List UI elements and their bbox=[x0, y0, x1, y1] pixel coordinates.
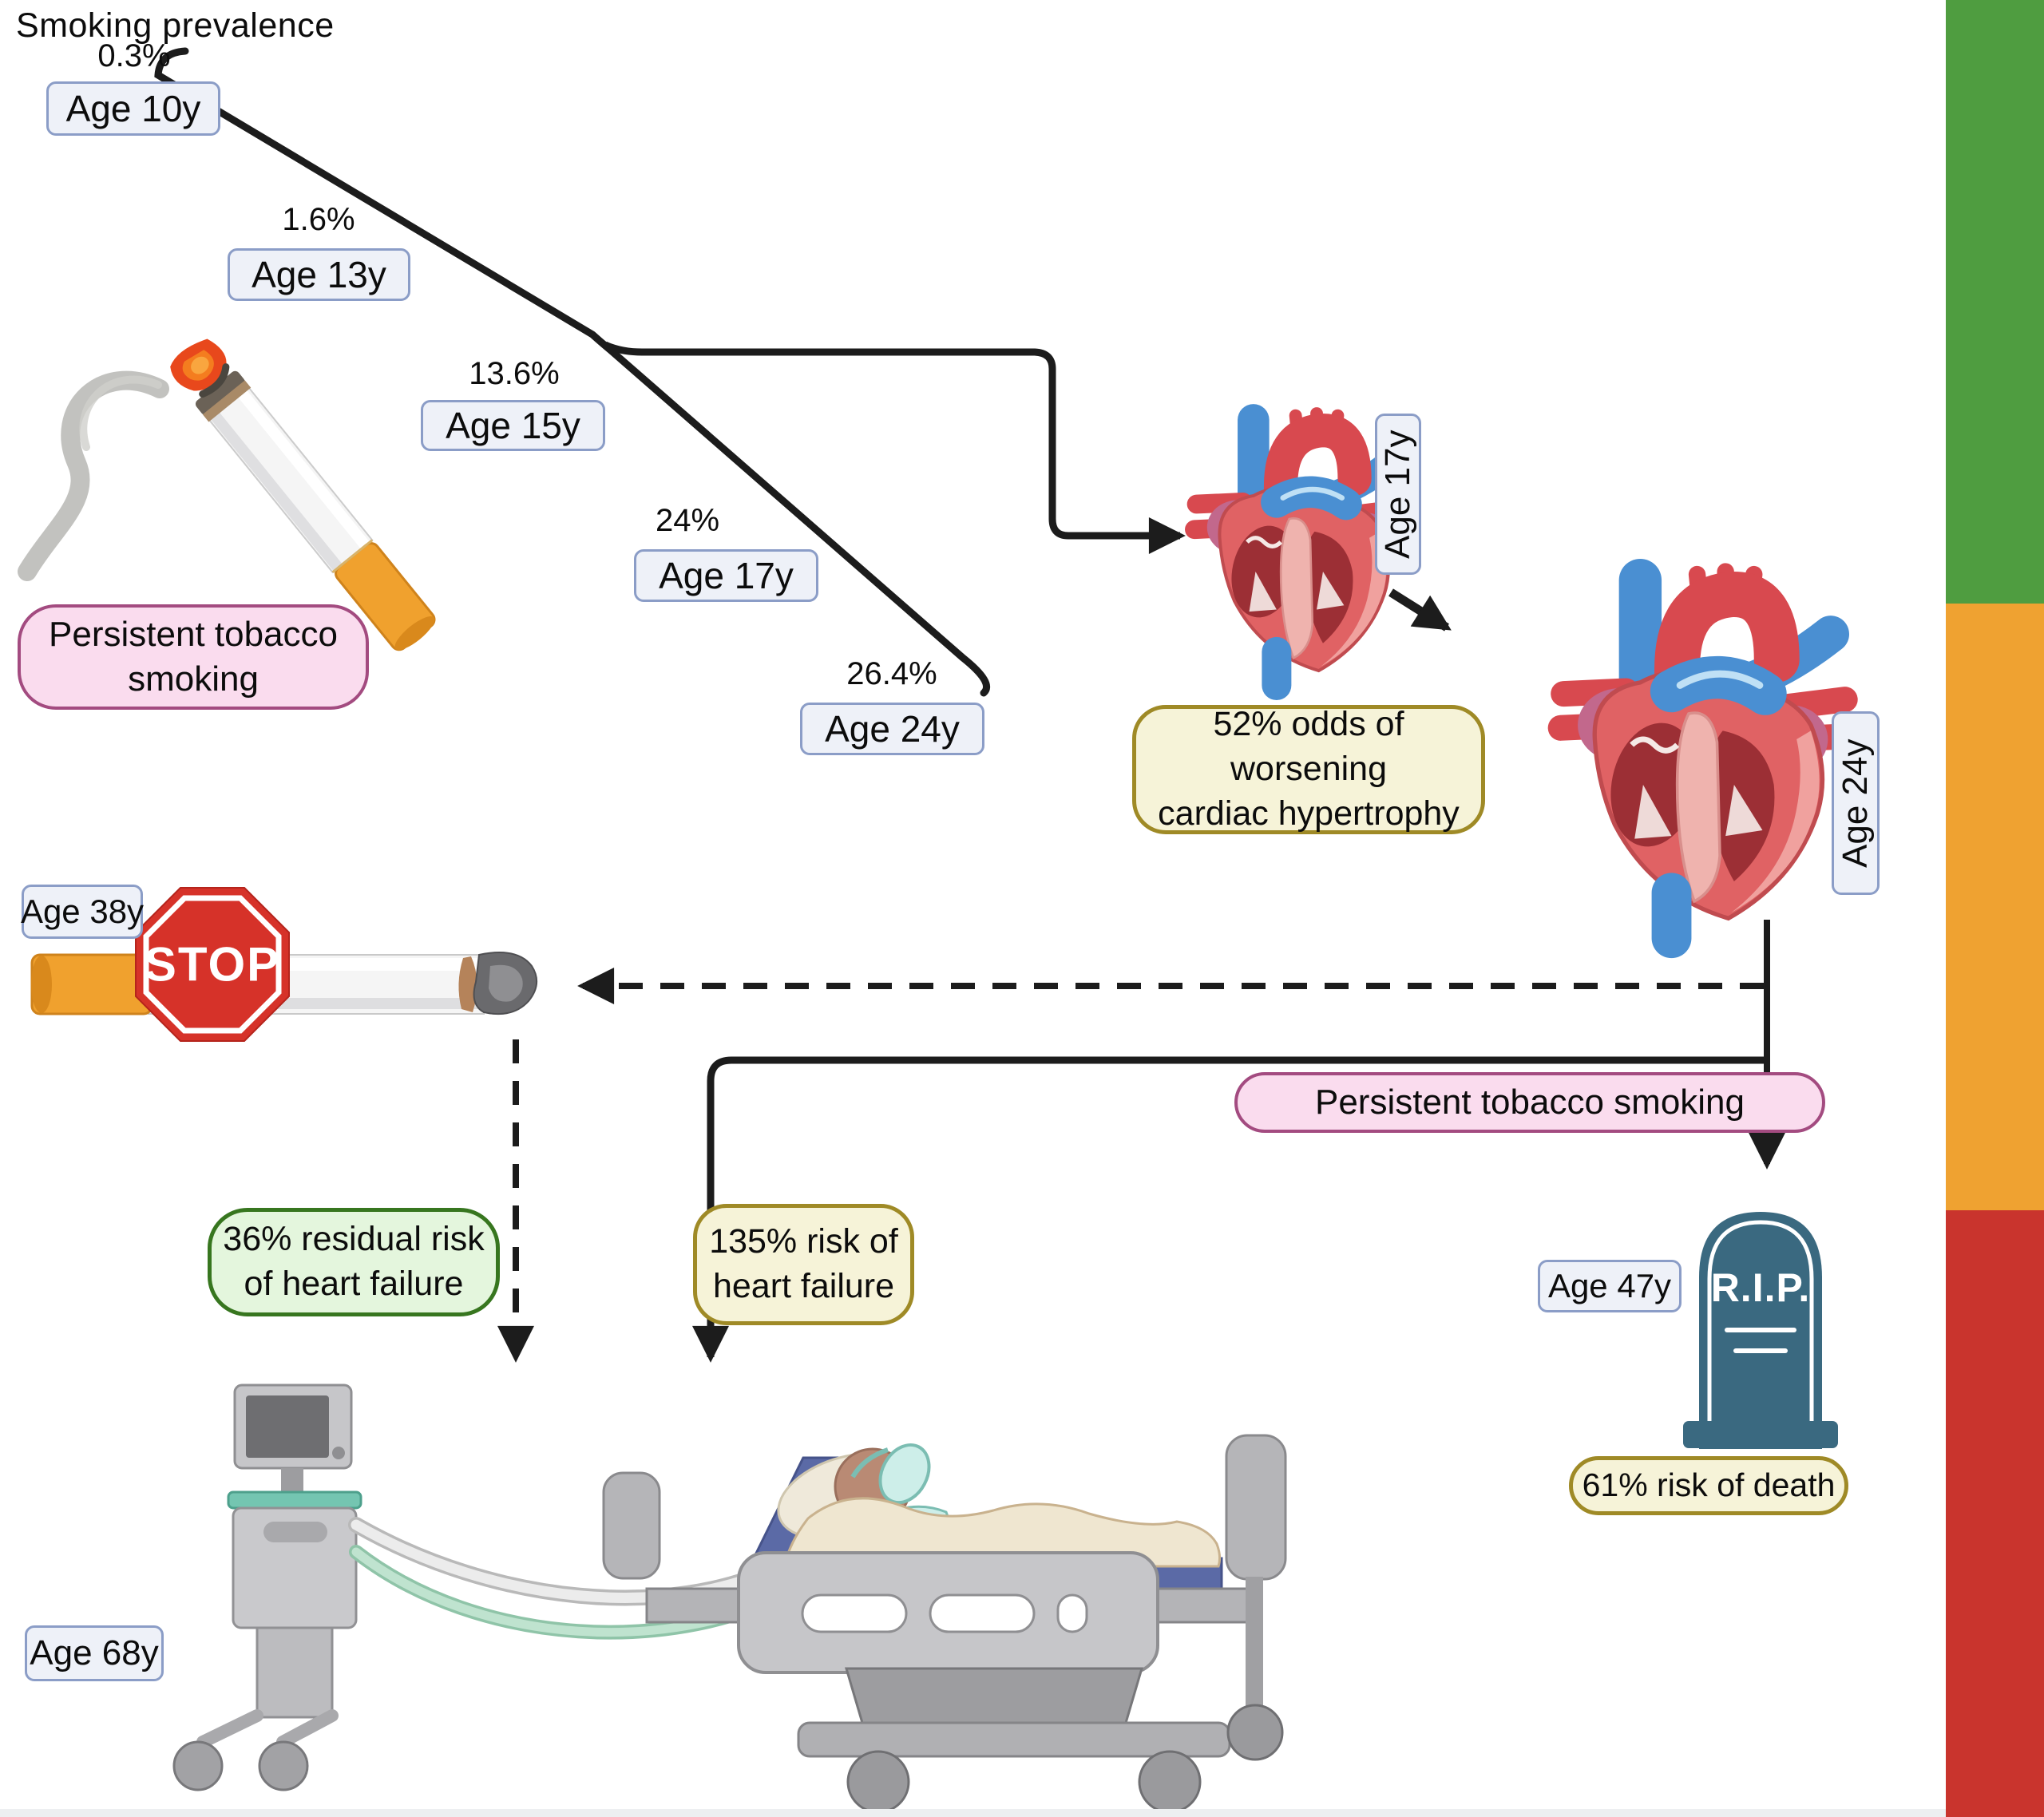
page-title: Smoking prevalence bbox=[16, 6, 335, 45]
prevalence-percent-13y: 1.6% bbox=[282, 202, 355, 237]
tombstone-text: R.I.P. bbox=[1710, 1265, 1811, 1310]
risk-bar-orange bbox=[1946, 604, 2044, 1210]
arrow-to-heart17 bbox=[604, 341, 1186, 554]
persistent-smoking-box-1: Persistent tobacco smoking bbox=[18, 604, 369, 710]
prevalence-percent-10y: 0.3% bbox=[97, 38, 171, 73]
arrow-heart17-to-heart24 bbox=[1388, 588, 1452, 631]
prevalence-percent-24y: 26.4% bbox=[846, 656, 937, 691]
age-10y-box: Age 10y bbox=[46, 81, 220, 136]
odds-line1: 52% odds of worsening bbox=[1213, 705, 1404, 789]
age-68y-box: Age 68y bbox=[25, 1625, 164, 1681]
age-15y-box: Age 15y bbox=[421, 400, 605, 451]
persistent-smoking-box-2: Persistent tobacco smoking bbox=[1234, 1072, 1825, 1133]
stop-sign-text: STOP bbox=[144, 937, 281, 992]
burning-cigarette-icon bbox=[170, 338, 436, 651]
age-13y-box: Age 13y bbox=[228, 248, 410, 301]
residual-line2: of heart failure bbox=[244, 1265, 464, 1303]
death-risk-text: 61% risk of death bbox=[1582, 1467, 1836, 1504]
residual-risk-box: 36% residual risk of heart failure bbox=[208, 1208, 500, 1316]
persistent-smoking-line2: smoking bbox=[128, 659, 259, 699]
age-38y-box: Age 38y bbox=[21, 885, 144, 939]
solid-heart-failure-arrow bbox=[692, 1056, 1764, 1363]
prevalence-percent-17y: 24% bbox=[655, 503, 720, 538]
risk-bar-green bbox=[1946, 0, 2044, 604]
tombstone-icon bbox=[1683, 1212, 1838, 1449]
age-17y-box: Age 17y bbox=[634, 549, 818, 602]
cardiac-hypertrophy-odds-box: 52% odds of worsening cardiac hypertroph… bbox=[1132, 705, 1485, 834]
prevalence-curve-line bbox=[154, 47, 991, 697]
odds-line2: cardiac hypertrophy bbox=[1158, 794, 1460, 833]
persistent-smoking-2-text: Persistent tobacco smoking bbox=[1314, 1082, 1745, 1122]
hf-line2: heart failure bbox=[712, 1267, 895, 1305]
heart-failure-risk-box: 135% risk of heart failure bbox=[693, 1204, 914, 1325]
age-24y-box: Age 24y bbox=[800, 703, 984, 755]
stop-sign-icon bbox=[135, 887, 290, 1042]
risk-bar-red bbox=[1946, 1210, 2044, 1817]
prevalence-percent-15y: 13.6% bbox=[469, 356, 560, 391]
hospital-bed-icon bbox=[602, 1434, 1287, 1814]
heart24-age-label: Age 24y bbox=[1832, 711, 1880, 895]
age-47y-box: Age 47y bbox=[1538, 1260, 1682, 1312]
residual-line1: 36% residual risk bbox=[223, 1220, 485, 1259]
heart-age17-icon bbox=[1194, 414, 1405, 686]
death-risk-box: 61% risk of death bbox=[1569, 1456, 1848, 1515]
persistent-smoking-line1: Persistent tobacco bbox=[49, 614, 338, 654]
heart-age24-icon bbox=[1561, 572, 1845, 938]
smoke-icon bbox=[18, 370, 169, 581]
hf-line1: 135% risk of bbox=[709, 1222, 898, 1261]
heart17-age-label: Age 17y bbox=[1375, 414, 1421, 575]
bottom-edge-strip bbox=[0, 1809, 1946, 1817]
